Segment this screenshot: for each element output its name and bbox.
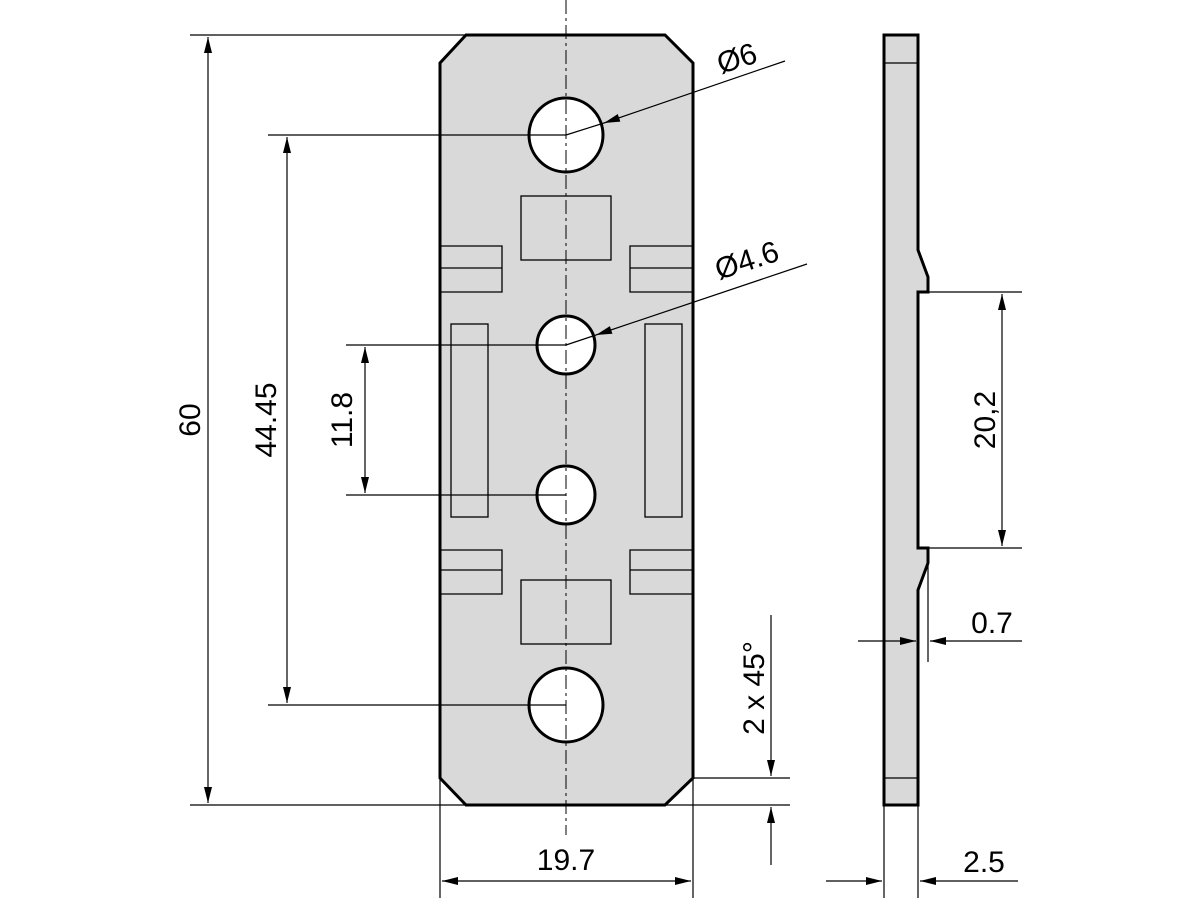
- front-view: [438, 0, 695, 835]
- outer-hole-pitch-label: 44.45: [250, 382, 283, 457]
- overall-length-label: 60: [174, 403, 207, 436]
- outer-hole-pitch-dimension: 44.45: [250, 134, 566, 706]
- side-profile: [882, 33, 930, 807]
- chamfer-label: 2 x 45°: [738, 641, 771, 735]
- thickness-dimension: 2.5: [826, 805, 1018, 898]
- large-hole-diameter-label: Ø6: [713, 37, 761, 81]
- recess-length-label: 20,2: [969, 391, 1002, 449]
- width-label: 19.7: [537, 844, 595, 877]
- chamfer-dimension: 2 x 45°: [665, 615, 790, 865]
- overall-length-dimension: 60: [174, 34, 466, 806]
- upper-right-notch: [629, 245, 693, 293]
- inner-hole-pitch-label: 11.8: [326, 392, 359, 448]
- recess-length-dimension: 20,2: [928, 291, 1022, 549]
- small-hole-diameter-label: Ø4.6: [711, 235, 783, 286]
- left-slot: [450, 323, 489, 518]
- inner-hole-pitch-dimension: 11.8: [326, 344, 566, 496]
- lower-left-notch: [440, 549, 503, 595]
- upper-left-notch: [440, 245, 503, 293]
- lower-right-notch: [629, 549, 693, 595]
- thickness-label: 2.5: [963, 846, 1005, 879]
- side-view: [882, 33, 930, 807]
- right-slot: [644, 323, 683, 518]
- recess-depth-label: 0.7: [971, 607, 1013, 640]
- width-dimension: 19.7: [439, 778, 694, 898]
- recess-depth-dimension: 0.7: [858, 563, 1022, 662]
